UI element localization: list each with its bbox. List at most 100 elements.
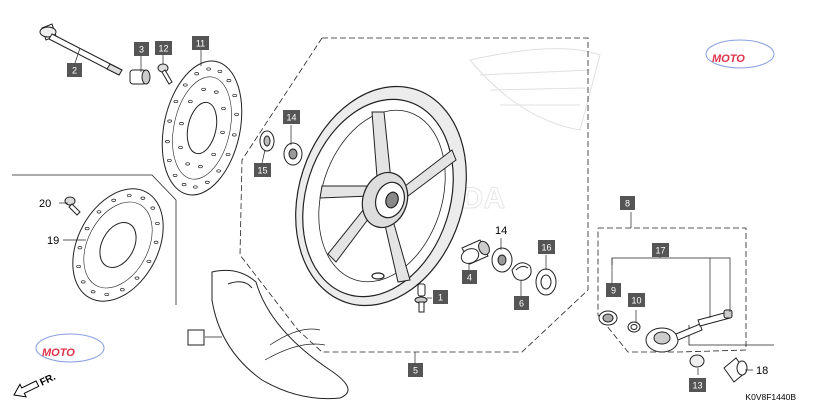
tag-p14a: 14 <box>283 110 300 124</box>
tag-p8: 8 <box>620 196 635 210</box>
second-disc-hole <box>146 259 152 263</box>
second-disc-hole <box>140 196 146 200</box>
label-p18: 18 <box>756 365 768 377</box>
bearing-14-right <box>491 247 513 273</box>
second-disc-hole <box>80 280 86 284</box>
svg-text:8: 8 <box>625 199 630 209</box>
gearbox-housing <box>645 323 703 353</box>
disc-bolt-20 <box>64 196 81 216</box>
front-disc-hole <box>166 158 172 163</box>
tag-p16: 16 <box>538 240 555 254</box>
front-brake-disc <box>161 60 243 196</box>
svg-text:6: 6 <box>519 299 524 309</box>
gearbox-oil-seal-9 <box>598 310 618 326</box>
front-direction-arrow: FR. <box>13 372 58 398</box>
front-disc-hole <box>204 180 210 184</box>
front-disc-inner-hole <box>221 106 226 111</box>
svg-text:3: 3 <box>139 45 144 55</box>
front-disc-hole <box>226 79 232 83</box>
front-disc-hole <box>182 83 188 87</box>
front-disc-hole <box>192 185 198 189</box>
watermark-logo-left: MOTO <box>35 333 105 363</box>
front-disc-hole <box>225 152 231 157</box>
second-disc-hole <box>90 290 96 294</box>
second-disc-hole <box>155 221 160 226</box>
gearbox-cap-13 <box>689 354 705 368</box>
svg-text:13: 13 <box>692 381 702 391</box>
second-brake-disc <box>72 188 164 302</box>
second-disc-hole <box>104 292 110 297</box>
svg-text:14: 14 <box>286 113 296 123</box>
front-disc-inner-hole <box>185 162 191 166</box>
second-disc-hole <box>150 206 156 210</box>
tag-p3: 3 <box>134 42 149 56</box>
tire <box>211 269 349 400</box>
svg-text:10: 10 <box>631 296 641 306</box>
front-disc-inner-hole <box>187 99 193 104</box>
tag-p17: 17 <box>652 243 669 257</box>
gearbox-bolt-18 <box>723 357 748 383</box>
svg-text:17: 17 <box>655 246 665 256</box>
svg-text:16: 16 <box>541 243 551 253</box>
second-disc-hole <box>111 198 117 202</box>
dust-seal-14 <box>283 142 303 166</box>
tag-p4: 4 <box>462 270 477 284</box>
label-p14b: 14 <box>495 225 507 237</box>
watermark-logo-top-right: MOTO <box>705 39 775 69</box>
tag-p9: 9 <box>606 283 621 297</box>
second-disc-hole <box>77 246 83 250</box>
svg-text:5: 5 <box>413 366 418 376</box>
front-disc-inner-hole <box>213 90 219 94</box>
svg-text:4: 4 <box>467 273 472 283</box>
bearing-15 <box>259 130 275 152</box>
tire-empty-callout-box <box>187 329 205 346</box>
collar-spacer <box>129 69 151 85</box>
front-disc-hole <box>234 112 239 116</box>
second-disc-hole <box>134 276 140 280</box>
watermark-text-left: MOTO <box>42 347 75 359</box>
label-p19: 19 <box>47 235 59 247</box>
second-disc-hole <box>153 240 159 244</box>
second-disc-hole <box>76 264 81 269</box>
front-disc-hole <box>181 183 187 187</box>
second-disc-hole <box>126 193 132 198</box>
gearbox-washer-10 <box>627 321 641 333</box>
second-disc-hole <box>96 210 102 214</box>
direction-label: FR. <box>38 372 57 389</box>
front-disc-hole <box>194 72 200 76</box>
gearbox-pinion-shaft <box>697 309 733 327</box>
front-disc-hole <box>167 119 173 123</box>
front-disc-inner-hole <box>211 152 217 157</box>
second-disc-hole <box>84 227 90 231</box>
front-disc-inner-hole <box>220 130 225 134</box>
front-disc-hole <box>231 133 237 137</box>
front-disc-inner-hole <box>201 87 206 91</box>
axle-bolt <box>39 23 123 76</box>
rim-dashed-boundary <box>239 37 589 353</box>
watermark-text-top: MOTO <box>712 53 745 65</box>
leader-lines <box>59 47 753 375</box>
diagram-code: K0V8F1440B <box>745 392 796 402</box>
svg-text:15: 15 <box>257 166 267 176</box>
gearbox-dashed-boundary <box>597 227 747 353</box>
front-disc-hole <box>232 93 238 98</box>
svg-text:11: 11 <box>196 39 205 49</box>
retainer-clip <box>511 262 532 281</box>
tag-p12: 12 <box>155 41 172 55</box>
svg-text:12: 12 <box>158 44 168 54</box>
tag-p15: 15 <box>254 163 271 177</box>
front-disc-inner-hole <box>179 122 184 126</box>
tag-p5: 5 <box>408 363 423 377</box>
front-disc-inner-hole <box>198 165 203 169</box>
tag-p1: 1 <box>433 290 448 304</box>
tag-p6: 6 <box>514 296 529 310</box>
disc-bolt <box>157 63 173 85</box>
tag-p13: 13 <box>689 378 706 392</box>
tag-p11: 11 <box>192 36 209 50</box>
svg-text:9: 9 <box>611 286 616 296</box>
tag-p2: 2 <box>67 63 82 77</box>
label-p20: 20 <box>39 198 51 210</box>
svg-text:1: 1 <box>438 293 443 303</box>
